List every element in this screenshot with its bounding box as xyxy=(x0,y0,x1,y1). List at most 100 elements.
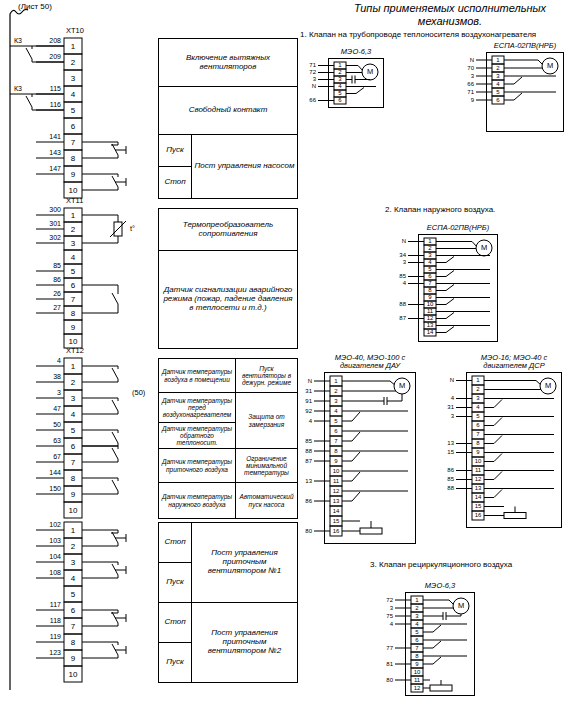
contact-symbol xyxy=(494,400,502,408)
wire xyxy=(446,616,461,617)
wire xyxy=(456,488,472,489)
wire-number: 71 xyxy=(309,62,316,69)
button-symbol xyxy=(126,534,127,542)
wire-number: N xyxy=(308,378,312,385)
pin-number: 5 xyxy=(476,413,479,420)
pin-number: 6 xyxy=(496,97,499,104)
wire xyxy=(436,262,446,263)
terminal-number: 8 xyxy=(71,638,75,647)
wire-number: 4 xyxy=(390,621,393,628)
wire xyxy=(408,241,424,242)
wire xyxy=(82,243,118,244)
button-symbol xyxy=(126,566,127,574)
cell-text: Автоматический пуск насоса xyxy=(238,493,295,507)
terminal-cell xyxy=(424,245,436,252)
terminal-cell xyxy=(64,358,82,374)
wire-number: 26 xyxy=(53,290,61,298)
wire xyxy=(436,318,446,319)
contact-symbol xyxy=(26,48,32,59)
wire xyxy=(118,155,119,158)
button-symbol xyxy=(126,646,127,654)
motor-symbol xyxy=(476,240,492,256)
pin-number: 3 xyxy=(476,395,479,402)
wire xyxy=(82,158,118,159)
wire xyxy=(342,521,360,522)
wire xyxy=(342,411,358,412)
wire-number: 80 xyxy=(386,677,393,684)
wire xyxy=(484,470,500,471)
contact-symbol xyxy=(494,418,502,426)
wire xyxy=(36,658,64,659)
terminal-cell xyxy=(64,306,82,320)
wire xyxy=(387,401,402,402)
cell-text: Включение вытяжных вентиляторов xyxy=(161,54,295,72)
wire xyxy=(500,470,554,471)
wire xyxy=(452,269,490,270)
wire xyxy=(423,680,430,681)
terminal-cell xyxy=(424,280,436,287)
wire xyxy=(436,248,480,249)
wire-number: 13 xyxy=(305,478,312,485)
wire xyxy=(82,430,118,431)
wire xyxy=(118,187,119,190)
terminal-number: 3 xyxy=(71,239,75,248)
wire xyxy=(314,501,330,502)
wire xyxy=(484,515,504,516)
wire xyxy=(436,269,452,270)
terminal-cell xyxy=(424,238,436,245)
wire-number: 72 xyxy=(386,597,393,604)
wire-number: 3 xyxy=(313,76,316,83)
pin-number: 3 xyxy=(428,252,431,259)
pin-number: 5 xyxy=(428,266,431,273)
pin-number: 3 xyxy=(334,398,337,405)
pin-number: 16 xyxy=(475,512,482,519)
capacitor-symbol xyxy=(352,76,353,84)
wire-number: 38 xyxy=(53,373,61,381)
cell-text: Термопреобразователь сопротивления xyxy=(161,221,295,239)
wire xyxy=(436,241,472,242)
wire xyxy=(452,325,490,326)
resistor-symbol xyxy=(110,221,126,237)
terminal-cell xyxy=(472,421,484,430)
wire xyxy=(452,255,490,256)
contact-symbol xyxy=(446,257,454,263)
pin-number: 1 xyxy=(415,597,418,604)
cell-text: Датчик температуры приточного воздуха xyxy=(161,458,233,472)
terminal-cell xyxy=(334,97,346,104)
wire xyxy=(36,142,64,143)
contact-symbol xyxy=(352,492,360,501)
wire-number: 86 xyxy=(305,498,312,505)
wire xyxy=(314,441,330,442)
terminal-cell xyxy=(492,80,504,88)
wire xyxy=(484,425,494,426)
wire xyxy=(36,313,64,314)
wire xyxy=(82,610,118,611)
wire xyxy=(82,562,118,563)
pin-number: 2 xyxy=(338,69,341,76)
terminal-cell xyxy=(472,457,484,466)
wire xyxy=(395,680,411,681)
pin-number: 7 xyxy=(428,280,431,287)
wire-number: 300 xyxy=(49,206,61,214)
wire xyxy=(520,76,556,77)
wire xyxy=(484,506,504,507)
wire-number: 72 xyxy=(309,69,316,76)
terminal-cell xyxy=(330,506,342,516)
wire-number: 87 xyxy=(399,315,406,322)
terminal-number: 4 xyxy=(71,253,75,262)
description-cell: Защита от замерзания xyxy=(235,392,298,449)
potentiometer-wiper xyxy=(371,521,372,528)
wire xyxy=(436,311,452,312)
wire-number: 15 xyxy=(447,449,454,456)
pin-number: 15 xyxy=(475,503,482,510)
pin-number: 11 xyxy=(414,677,420,684)
pin-number: 8 xyxy=(334,448,337,455)
wire-number: 3 xyxy=(390,605,393,612)
wire xyxy=(504,60,538,61)
terminal-cell xyxy=(330,466,342,476)
wire xyxy=(484,380,536,381)
terminal-cell xyxy=(411,660,423,668)
wire xyxy=(456,380,472,381)
pin-number: 10 xyxy=(427,301,434,308)
